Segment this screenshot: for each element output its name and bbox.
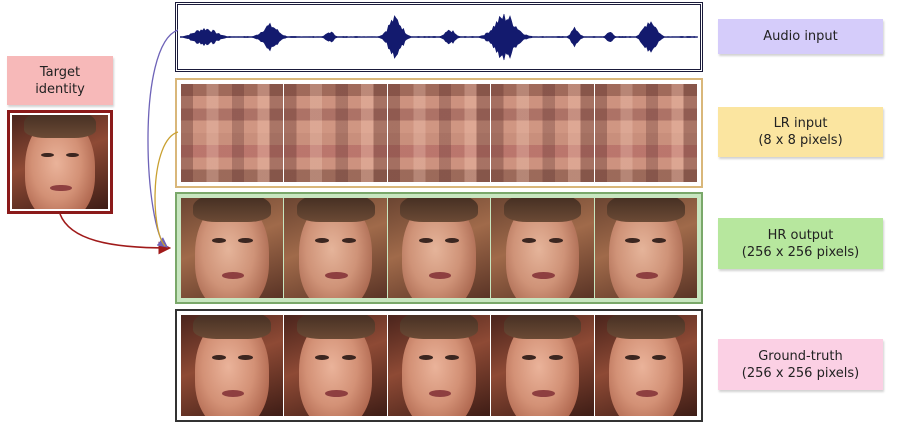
target-to-hr-arrow (59, 213, 172, 255)
hr-frame (491, 198, 594, 298)
hr-output-label: HR output (256 x 256 pixels) (718, 218, 883, 269)
gt-frame (387, 315, 491, 416)
lr-frame (491, 84, 594, 182)
audio-input-label: Audio input (718, 19, 883, 54)
hr-frame (181, 198, 284, 298)
hr-output-strip (175, 192, 703, 304)
audio-waveform (180, 13, 698, 61)
ground-truth-label: Ground-truth (256 x 256 pixels) (718, 339, 883, 390)
audio-waveform-panel (175, 2, 703, 72)
lr-frame (181, 84, 284, 182)
target-identity-image (7, 110, 113, 214)
gt-frame (181, 315, 284, 416)
lr-input-label: LR input (8 x 8 pixels) (718, 107, 883, 157)
hr-frame (594, 198, 698, 298)
hr-frame (387, 198, 491, 298)
target-identity-label: Target identity (7, 56, 113, 105)
lr-input-strip (175, 78, 703, 188)
hr-frame (284, 198, 387, 298)
lr-frame (387, 84, 491, 182)
gt-frame (491, 315, 594, 416)
lr-frame (594, 84, 698, 182)
audio-to-hr-arrow (147, 29, 179, 248)
ground-truth-strip (175, 309, 703, 422)
gt-frame (284, 315, 387, 416)
lr-frame (284, 84, 387, 182)
gt-frame (594, 315, 698, 416)
